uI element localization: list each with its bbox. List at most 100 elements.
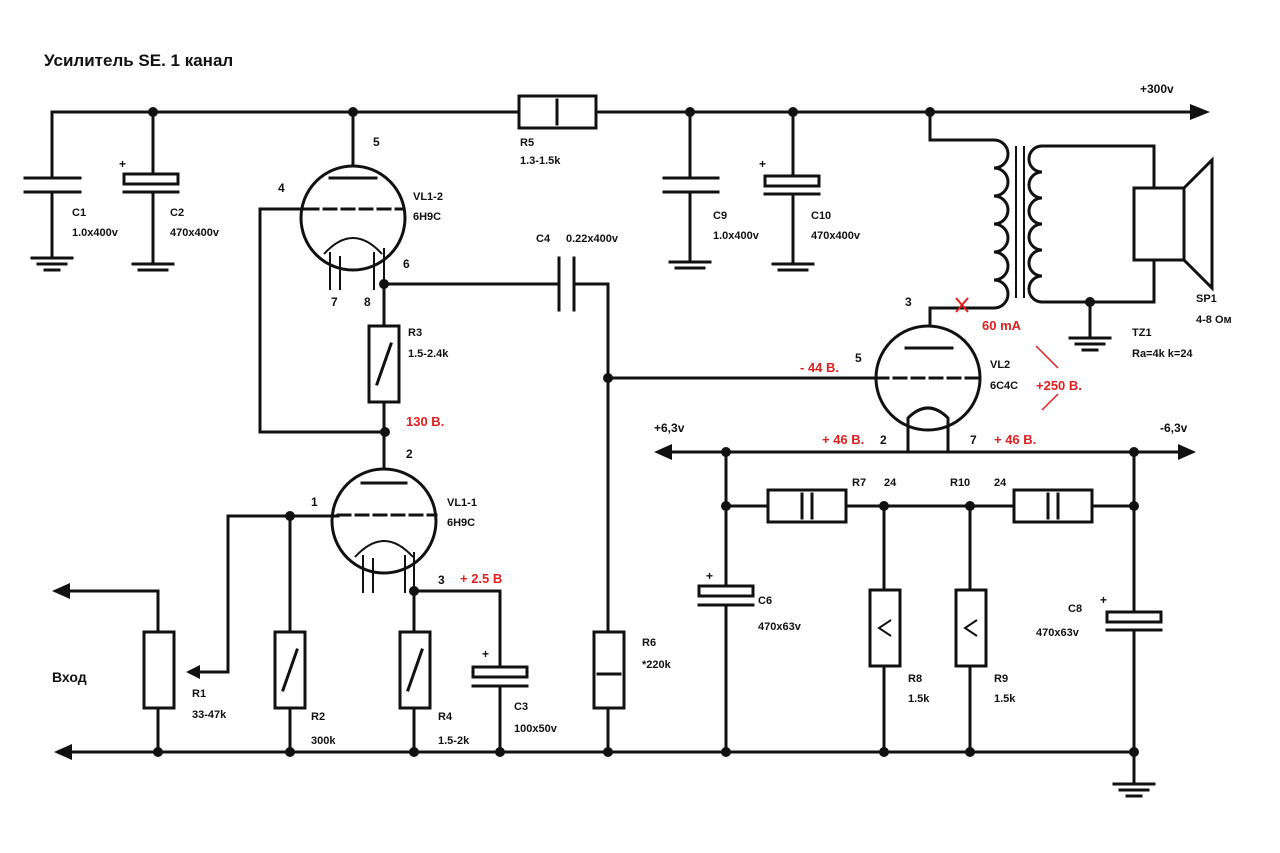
c8-value: 470x63v	[1036, 627, 1080, 639]
measurement-minus44v: - 44 В.	[800, 360, 839, 375]
c4-value: 0.22x400v	[566, 233, 619, 245]
resistor-r3	[367, 282, 401, 472]
c3-value: 100x50v	[514, 723, 558, 735]
vl2-pin-7: 7	[970, 433, 977, 447]
r9-name: R9	[994, 673, 1008, 685]
potentiometer-r1	[142, 630, 176, 754]
resistor-r2	[273, 514, 307, 754]
capacitor-c1	[23, 110, 82, 272]
r5-value: 1.3-1.5k	[520, 155, 561, 167]
capacitor-c6: +	[697, 569, 755, 754]
r3-value: 1.5-2.4k	[408, 348, 449, 360]
measurement-46v-right: + 46 В.	[994, 432, 1036, 447]
c9-value: 1.0x400v	[713, 230, 760, 242]
vl2-type: 6С4С	[990, 380, 1018, 392]
r6-name: R6	[642, 637, 656, 649]
c10-value: 470x400v	[811, 230, 861, 242]
vl1-1-type: 6Н9С	[447, 517, 475, 529]
svg-text:+: +	[706, 569, 713, 583]
vl1-1-pin-1: 1	[311, 495, 318, 509]
tz1-name: TZ1	[1132, 327, 1152, 339]
measurement-130v: 130 В.	[406, 414, 444, 429]
vl1-2-type: 6Н9С	[413, 211, 441, 223]
vl1-1-name: VL1-1	[447, 497, 477, 509]
r9-value: 1.5k	[994, 693, 1016, 705]
c4-name: C4	[536, 233, 551, 245]
heater-rail	[654, 444, 1196, 460]
svg-text:+: +	[119, 157, 126, 171]
svg-text:+: +	[759, 157, 766, 171]
rail-plus300-label: +300v	[1140, 82, 1174, 96]
r1-value: 33-47k	[192, 709, 227, 721]
vl2-name: VL2	[990, 359, 1010, 371]
c6-value: 470x63v	[758, 621, 802, 633]
c2-value: 470x400v	[170, 227, 220, 239]
vl1-2-name: VL1-2	[413, 191, 443, 203]
diagram-title: Усилитель SE. 1 канал	[44, 51, 233, 70]
measurement-46v-left: + 46 В.	[822, 432, 864, 447]
capacitor-c8: +	[1100, 593, 1163, 754]
r4-name: R4	[438, 711, 453, 723]
capacitor-c3: +	[471, 589, 529, 754]
vl1-1-pin-2: 2	[406, 447, 413, 461]
r10-value: 24	[994, 477, 1007, 489]
resistor-r4	[398, 589, 432, 754]
measurement-60ma: 60 mA	[982, 318, 1022, 333]
resistor-r7	[766, 488, 848, 524]
r7-name: R7	[852, 477, 866, 489]
vl2-pin-3: 3	[905, 295, 912, 309]
c1-name: C1	[72, 207, 86, 219]
input-label: Вход	[52, 669, 87, 685]
r10-name: R10	[950, 477, 970, 489]
vl2-pin-2: 2	[880, 433, 887, 447]
capacitor-c10: +	[759, 110, 821, 272]
r1-name: R1	[192, 688, 206, 700]
c8-name: C8	[1068, 603, 1082, 615]
r4-value: 1.5-2k	[438, 735, 470, 747]
r2-name: R2	[311, 711, 325, 723]
rail-plus63-label: +6,3v	[654, 421, 685, 435]
svg-text:+: +	[1100, 593, 1107, 607]
vl1-2-pin-8: 8	[364, 295, 371, 309]
vl2-pin-5: 5	[855, 351, 862, 365]
sp1-name: SP1	[1196, 293, 1217, 305]
tube-vl1-1	[330, 467, 438, 593]
r8-value: 1.5k	[908, 693, 930, 705]
r8-name: R8	[908, 673, 922, 685]
r5-name: R5	[520, 137, 534, 149]
tube-vl2	[874, 306, 982, 454]
resistor-r6	[592, 630, 626, 754]
ground-rail	[54, 744, 1156, 798]
measurement-250v: +250 В.	[1036, 378, 1082, 393]
c2-name: C2	[170, 207, 184, 219]
tube-vl1-2	[299, 110, 407, 290]
resistor-r5	[517, 94, 598, 130]
r2-value: 300k	[311, 735, 336, 747]
top-rail	[50, 104, 1210, 120]
vl1-2-pin-6: 6	[403, 257, 410, 271]
capacitor-c4	[557, 256, 610, 634]
transformer-tz1	[928, 110, 1156, 352]
resistor-r9	[954, 504, 988, 754]
vl1-2-pin-5: 5	[373, 135, 380, 149]
speaker-sp1	[1132, 144, 1214, 304]
r6-value: *220k	[642, 659, 672, 671]
c3-name: C3	[514, 701, 528, 713]
c10-name: C10	[811, 210, 831, 222]
c6-name: C6	[758, 595, 772, 607]
svg-text:+: +	[482, 647, 489, 661]
resistor-r8	[868, 504, 902, 754]
c9-name: C9	[713, 210, 727, 222]
vl1-1-pin-3: 3	[438, 573, 445, 587]
vl1-2-pin-7: 7	[331, 295, 338, 309]
capacitor-c9	[662, 110, 720, 270]
rail-minus63-label: -6,3v	[1160, 421, 1188, 435]
vl1-2-pin-4: 4	[278, 181, 285, 195]
measurement-2-5v: + 2.5 В	[460, 571, 502, 586]
capacitor-c2: +	[119, 110, 180, 272]
sp1-value: 4-8 Ом	[1196, 314, 1232, 326]
tz1-value: Ra=4k k=24	[1132, 348, 1193, 360]
r7-value: 24	[884, 477, 897, 489]
c1-value: 1.0x400v	[72, 227, 119, 239]
